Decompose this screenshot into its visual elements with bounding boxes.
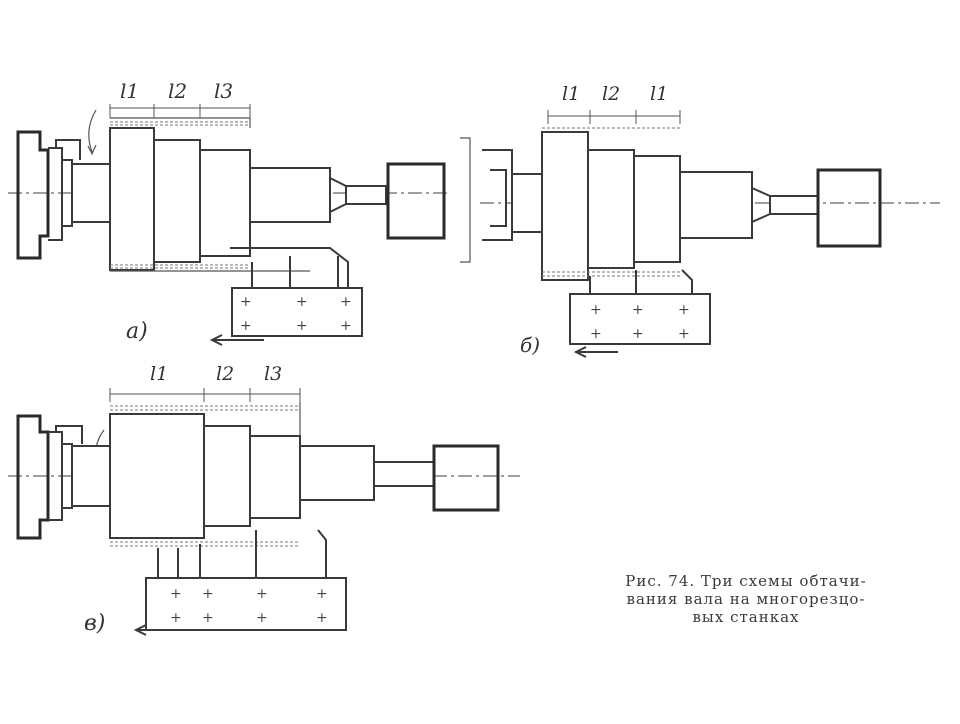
- scheme-a-dim-3: l3: [214, 79, 233, 103]
- svg-text:+: +: [296, 294, 308, 310]
- svg-text:+: +: [590, 326, 602, 342]
- svg-text:+: +: [202, 586, 214, 602]
- scheme-c-dim-2: l2: [216, 363, 234, 385]
- scheme-b: + + + + + + l1 l2 l1 б): [460, 83, 940, 358]
- scheme-b-label: б): [520, 333, 540, 357]
- svg-text:+: +: [256, 586, 268, 602]
- svg-text:+: +: [296, 318, 308, 334]
- scheme-a-dim-2: l2: [168, 79, 187, 103]
- svg-text:+: +: [678, 326, 690, 342]
- svg-text:+: +: [590, 302, 602, 318]
- caption-line-3: вых станках: [692, 608, 800, 626]
- svg-text:+: +: [170, 586, 182, 602]
- svg-text:+: +: [316, 586, 328, 602]
- scheme-a: + + + + + + l1 l2 l3 а): [8, 79, 450, 346]
- scheme-b-dim-2: l2: [602, 83, 620, 105]
- scheme-c: + + + + + + + + l1 l2 l3 в): [8, 363, 520, 636]
- svg-text:+: +: [202, 610, 214, 626]
- svg-text:+: +: [340, 318, 352, 334]
- caption-line-2: вания вала на многорезцо-: [626, 590, 866, 608]
- scheme-c-dim-1: l1: [150, 363, 168, 385]
- scheme-c-dim-3: l3: [264, 363, 282, 385]
- svg-text:+: +: [256, 610, 268, 626]
- scheme-a-label: а): [126, 319, 148, 344]
- scheme-b-dim-3: l1: [650, 83, 668, 105]
- svg-text:+: +: [316, 610, 328, 626]
- svg-text:+: +: [632, 326, 644, 342]
- svg-text:+: +: [678, 302, 690, 318]
- caption-line-1: Рис. 74. Три схемы обтачи-: [625, 572, 867, 590]
- scheme-a-dim-1: l1: [120, 79, 139, 103]
- svg-text:+: +: [632, 302, 644, 318]
- svg-text:+: +: [240, 294, 252, 310]
- scheme-b-dim-1: l1: [562, 83, 580, 105]
- scheme-c-label: в): [84, 611, 105, 636]
- svg-text:+: +: [240, 318, 252, 334]
- figure-caption: Рис. 74. Три схемы обтачи- вания вала на…: [566, 572, 926, 626]
- svg-text:+: +: [170, 610, 182, 626]
- svg-text:+: +: [340, 294, 352, 310]
